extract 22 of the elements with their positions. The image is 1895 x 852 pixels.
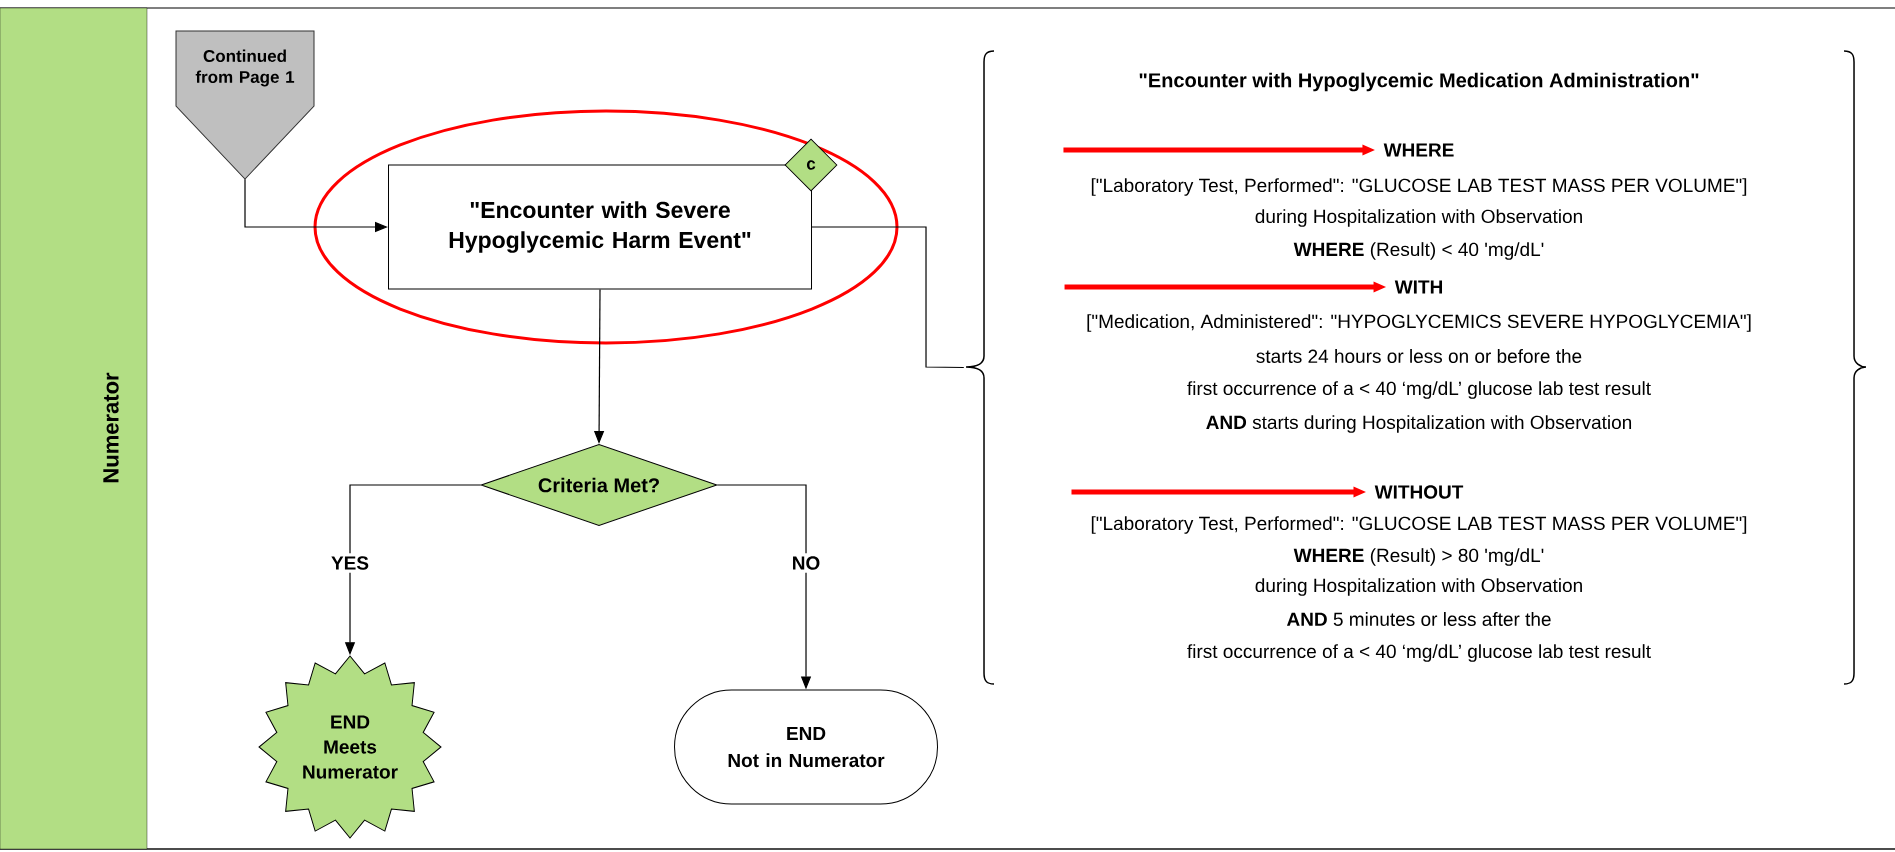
edge-label: NO	[788, 553, 824, 573]
condition-text: AND starts during Hospitalization with Observation	[1206, 415, 1632, 433]
edge-label: YES	[328, 553, 372, 573]
condition-text: AND 5 minutes or less after the	[1286, 612, 1551, 626]
bracket-heading: "Encounter with Hypoglycemic Medication Administration"	[1139, 72, 1699, 92]
keyword-text: WHERE	[1383, 143, 1454, 157]
condition-text: WHERE (Result) < 40 'mg/dL'	[1293, 242, 1544, 260]
condition-text: during Hospitalization with Observation	[1255, 578, 1582, 596]
condition-text: starts 24 hours or less on or before the	[1256, 349, 1582, 363]
lane-header: Numerator	[0, 7, 148, 850]
condition-text: ["Laboratory Test, Performed": "GLUCOSE LAB TEST MASS PER VOLUME"]	[1091, 516, 1747, 534]
keyword-text: WITH	[1394, 280, 1442, 294]
keyword-text: WITHOUT	[1374, 485, 1464, 499]
condition-text: WHERE (Result) > 80 'mg/dL'	[1293, 548, 1544, 566]
condition-text: during Hospitalization with Observation	[1255, 209, 1582, 227]
condition-text: first occurrence of a < 40 ‘mg/dL’ glucose lab test result	[1187, 381, 1651, 399]
condition-text: ["Laboratory Test, Performed": "GLUCOSE LAB TEST MASS PER VOLUME"]	[1091, 178, 1747, 196]
terminator: END Not in Numerator	[674, 689, 938, 805]
end-star: END Meets Numerator	[258, 655, 442, 839]
condition-text: ["Medication, Administered": "HYPOGLYCEMICS SEVERE HYPOGLYCEMIA"]	[1087, 314, 1751, 332]
off-page-connector: Continued from Page 1	[175, 30, 315, 180]
condition-text: first occurrence of a < 40 ‘mg/dL’ glucose lab test result	[1187, 644, 1651, 662]
